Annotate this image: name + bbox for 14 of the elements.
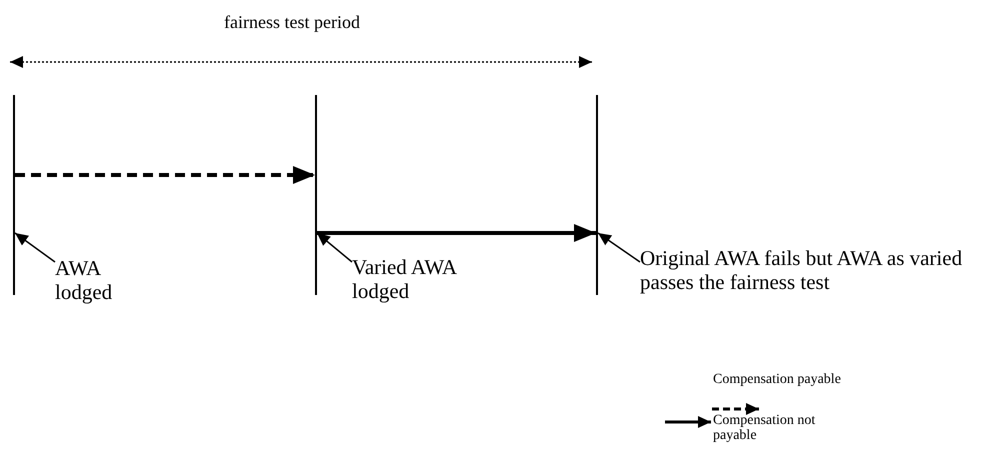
event-text: Original AWA fails but AWA as varied passes the fairness test: [640, 246, 967, 294]
event-text: AWA lodged: [55, 256, 127, 304]
legend-text: Compensation payable: [713, 372, 842, 388]
event-text: Varied AWA lodged: [352, 255, 480, 304]
timeline-arrow: [15, 166, 315, 184]
leader-arrow: [598, 232, 640, 263]
period-label: fairness test period: [224, 12, 360, 33]
time-marker-line: [315, 95, 317, 295]
legend-text: Compensation not payable: [713, 413, 816, 444]
time-marker-line: [13, 95, 15, 295]
leader-arrow: [316, 232, 352, 263]
timeline-arrow: [317, 224, 596, 242]
leader-arrow: [14, 232, 56, 263]
time-marker-line: [596, 95, 598, 295]
